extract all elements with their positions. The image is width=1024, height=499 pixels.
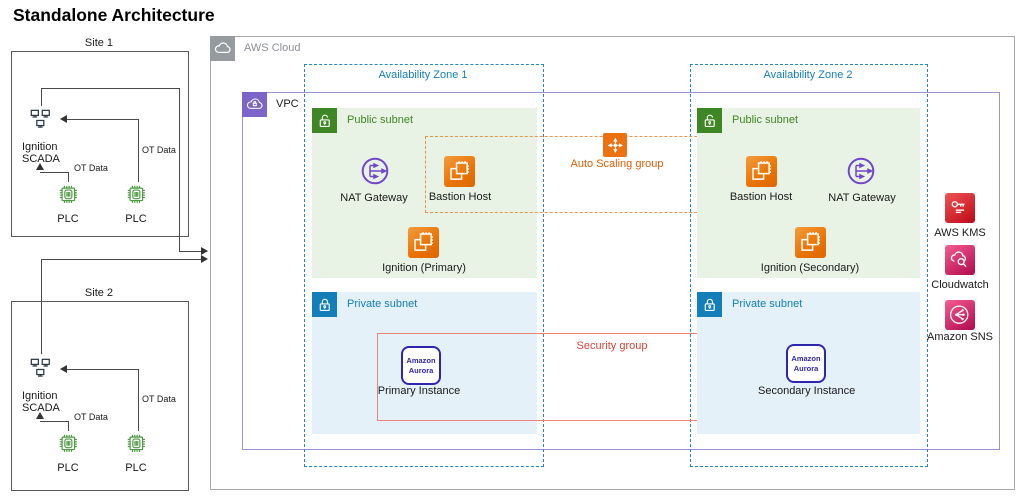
- public-subnet-1-label: Public subnet: [347, 114, 414, 126]
- arrowhead-up: [36, 412, 44, 419]
- connector-line: [40, 172, 68, 173]
- plc-label: PLC: [125, 462, 147, 474]
- aurora-label-line2: Aurora: [793, 363, 819, 373]
- public-subnet-2-label: Public subnet: [732, 114, 799, 126]
- availability-zone-1-label: Availability Zone 1: [378, 69, 468, 81]
- plc-label: PLC: [57, 462, 79, 474]
- connector-line: [41, 88, 42, 106]
- plc-chip-icon: [124, 431, 148, 455]
- ot-data-label: OT Data: [142, 145, 176, 155]
- nat-gateway-1-label: NAT Gateway: [340, 192, 408, 204]
- aws-kms-icon: [945, 193, 975, 223]
- amazon-sns-icon: [945, 300, 975, 330]
- site1-box: [11, 51, 189, 237]
- nat-gateway-icon: [846, 156, 876, 186]
- connector-line: [67, 369, 138, 370]
- site1-label: Site 1: [84, 37, 114, 49]
- vpc-box: [242, 92, 1000, 450]
- private-subnet-icon: [312, 292, 337, 317]
- aws-kms-label: AWS KMS: [934, 227, 986, 239]
- site2-scada-label-line1: Ignition: [22, 390, 58, 402]
- plc-chip-icon: [56, 431, 80, 455]
- aurora-label-line2: Aurora: [408, 365, 434, 375]
- private-subnet-icon: [697, 292, 722, 317]
- connector-line: [179, 88, 180, 251]
- aws-cloud-label: AWS Cloud: [244, 42, 301, 54]
- aws-cloud-box: [210, 36, 1015, 490]
- arrowhead-left: [60, 365, 67, 373]
- auto-scaling-group-icon: [603, 133, 627, 157]
- site2-label: Site 2: [84, 287, 114, 299]
- ot-data-label: OT Data: [142, 394, 176, 404]
- availability-zone-1-box: [304, 64, 544, 467]
- secondary-instance-label: Secondary Instance: [758, 385, 856, 397]
- aurora-label-line1: Amazon: [791, 353, 821, 363]
- connector-line: [67, 119, 138, 120]
- bastion-host-2-label: Bastion Host: [729, 191, 793, 203]
- cloudwatch-icon: [945, 245, 975, 275]
- connector-line: [68, 172, 69, 182]
- public-subnet-icon: [312, 108, 337, 133]
- private-subnet-2-label: Private subnet: [732, 298, 803, 310]
- site2-scada-label-line2: SCADA: [22, 402, 60, 414]
- connector-line: [41, 259, 201, 260]
- aws-cloud-icon: [210, 36, 235, 61]
- public-subnet-icon: [697, 108, 722, 133]
- aurora-secondary-icon: Amazon Aurora: [786, 344, 826, 383]
- nat-gateway-icon: [360, 156, 390, 186]
- site1-scada-label-line1: Ignition: [22, 141, 58, 153]
- ignition-primary-label: Ignition (Primary): [382, 262, 466, 274]
- ignition-secondary-label: Ignition (Secondary): [760, 262, 860, 274]
- bastion-host-2-icon: [746, 156, 777, 187]
- connector-line: [68, 421, 69, 431]
- scada-terminals-icon: [26, 105, 56, 133]
- security-group-label: Security group: [576, 340, 648, 352]
- connector-line: [138, 369, 139, 431]
- arrowhead-right: [201, 255, 208, 263]
- cloudwatch-label: Cloudwatch: [931, 279, 989, 291]
- ot-data-label: OT Data: [74, 163, 108, 173]
- ignition-primary-icon: [408, 227, 439, 258]
- aurora-primary-icon: Amazon Aurora: [401, 346, 441, 385]
- arrowhead-left: [60, 115, 67, 123]
- connector-line: [40, 421, 68, 422]
- vpc-label: VPC: [276, 98, 299, 110]
- aurora-label-line1: Amazon: [406, 355, 436, 365]
- private-subnet-1-label: Private subnet: [347, 298, 418, 310]
- bastion-host-1-icon: [444, 156, 475, 187]
- vpc-icon: [242, 92, 267, 117]
- site2-box: [11, 301, 189, 491]
- connector-line: [138, 119, 139, 182]
- scada-terminals-icon: [26, 354, 56, 382]
- nat-gateway-2-label: NAT Gateway: [828, 192, 896, 204]
- site1-scada-label-line2: SCADA: [22, 153, 60, 165]
- plc-label: PLC: [57, 213, 79, 225]
- auto-scaling-group-label: Auto Scaling group: [570, 158, 664, 170]
- availability-zone-2-label: Availability Zone 2: [763, 69, 853, 81]
- arrowhead-up: [36, 163, 44, 170]
- connector-line: [41, 88, 179, 89]
- plc-label: PLC: [125, 213, 147, 225]
- ot-data-label: OT Data: [74, 412, 108, 422]
- plc-chip-icon: [56, 182, 80, 206]
- plc-chip-icon: [124, 182, 148, 206]
- connector-line: [179, 251, 201, 252]
- availability-zone-2-box: [690, 64, 928, 467]
- arrowhead-right: [201, 247, 208, 255]
- bastion-host-1-label: Bastion Host: [428, 191, 492, 203]
- connector-line: [41, 259, 42, 354]
- page-title: Standalone Architecture: [13, 5, 215, 25]
- primary-instance-label: Primary Instance: [377, 385, 461, 397]
- ignition-secondary-icon: [795, 227, 826, 258]
- amazon-sns-label: Amazon SNS: [926, 331, 994, 343]
